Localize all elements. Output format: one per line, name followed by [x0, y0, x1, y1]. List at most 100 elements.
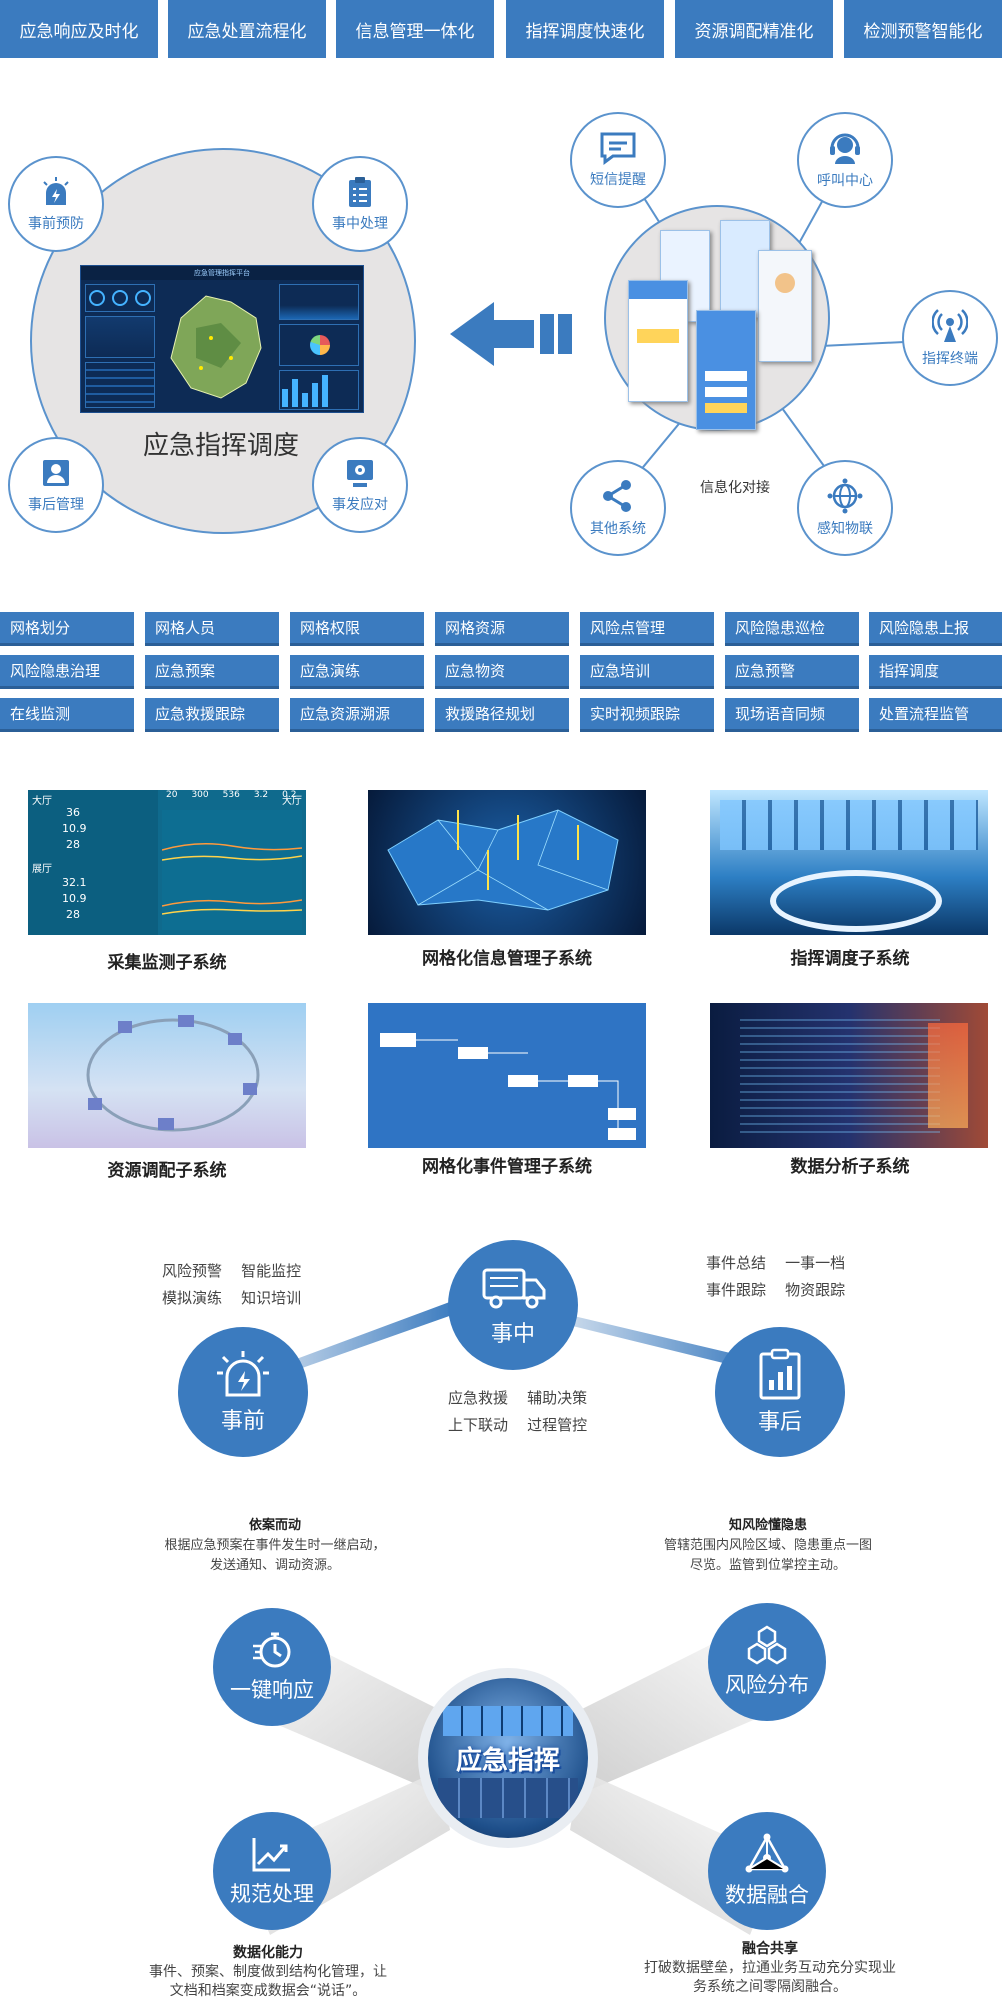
note-title: 知风险懂隐患 — [728, 1518, 807, 1533]
phase-item: 一事一档 — [785, 1254, 846, 1272]
subsystem-title: 数据分析子系统 — [790, 1157, 910, 1177]
grid-item[interactable]: 应急资源溯源 — [290, 698, 424, 732]
grid-item[interactable]: 风险点管理 — [580, 612, 714, 646]
grid-item[interactable]: 网格划分 — [0, 612, 134, 646]
phase-during-label: 事中 — [490, 1322, 535, 1347]
grid-item[interactable]: 救援路径规划 — [435, 698, 569, 732]
note-desc: 事件、预案、制度做到结构化管理，让文档和档案变成数据会“说话”。 — [149, 1964, 387, 1999]
phase-during-items: 应急救援 辅助决策 上下联动 过程管控 — [448, 1387, 587, 1435]
phase-after[interactable]: 事后 — [715, 1327, 845, 1457]
grid-item[interactable]: 风险隐患治理 — [0, 655, 134, 689]
subsystem-title: 网格化事件管理子系统 — [422, 1157, 592, 1177]
phase-item: 事件跟踪 — [706, 1281, 767, 1299]
phase-during[interactable]: 事中 — [448, 1240, 578, 1370]
globe-network-icon — [827, 478, 863, 514]
node-iot-label: 感知物联 — [817, 521, 873, 537]
monitor-label: 大厅 — [282, 796, 302, 807]
subsystem-title: 采集监测子系统 — [107, 953, 227, 973]
tab-info[interactable]: 信息管理一体化 — [336, 0, 494, 58]
grid-item[interactable]: 实时视频跟踪 — [580, 698, 714, 732]
trend-chart-icon — [252, 1838, 290, 1872]
phase-after-items: 事件总结 一事一档 事件跟踪 物资跟踪 — [706, 1252, 845, 1300]
note-desc: 管辖范围内风险区域、隐患重点一图尽览。监管到位掌控主动。 — [663, 1538, 872, 1573]
subsystem-title: 指挥调度子系统 — [790, 949, 910, 969]
grid-item[interactable]: 应急预案 — [145, 655, 279, 689]
node-other[interactable]: 其他系统 — [570, 460, 666, 556]
node-prevention[interactable]: 事前预防 — [8, 156, 104, 252]
grid-item[interactable]: 网格权限 — [290, 612, 424, 646]
node-handling[interactable]: 事中处理 — [312, 156, 408, 252]
thumb-dispatch[interactable] — [710, 790, 988, 935]
feature-standard[interactable]: 规范处理 — [213, 1812, 331, 1930]
node-handling-label: 事中处理 — [332, 216, 388, 232]
grid-item[interactable]: 处置流程监管 — [869, 698, 1002, 732]
hexagons-icon — [747, 1625, 787, 1665]
note-fusion: 融合共享 打破数据壁垒，拉通业务互动充分实现业务系统之间零隔阂融合。 — [640, 1940, 900, 1997]
phase-item: 智能监控 — [241, 1262, 302, 1280]
node-sms[interactable]: 短信提醒 — [570, 112, 666, 208]
feature-risk-label: 风险分布 — [725, 1673, 809, 1697]
grid-item[interactable]: 应急演练 — [290, 655, 424, 689]
node-aftermath[interactable]: 事后管理 — [8, 437, 104, 533]
node-callcenter[interactable]: 呼叫中心 — [797, 112, 893, 208]
phase-item: 风险预警 — [162, 1262, 223, 1280]
grid-item[interactable]: 应急培训 — [580, 655, 714, 689]
grid-item[interactable]: 应急预警 — [725, 655, 859, 689]
thumb-grid-event[interactable] — [368, 1003, 646, 1148]
phone-screens — [628, 220, 813, 430]
node-response-label: 事发应对 — [332, 497, 388, 513]
grid-item[interactable]: 应急救援跟踪 — [145, 698, 279, 732]
grid-item[interactable]: 风险隐患上报 — [869, 612, 1002, 646]
monitor-value: 3.2 — [253, 790, 269, 800]
monitor-value: 10.9 — [62, 892, 87, 905]
thumb-monitoring[interactable]: 大厅 36 10.9 28 展厅 32.1 10.9 28 20 300 536… — [28, 790, 306, 935]
phase-item: 过程管控 — [527, 1416, 588, 1434]
tab-dispatch[interactable]: 指挥调度快速化 — [506, 0, 664, 58]
alarm-icon — [217, 1351, 269, 1397]
feature-standard-label: 规范处理 — [230, 1882, 314, 1906]
monitor-label: 展厅 — [32, 864, 52, 875]
signal-tower-icon — [932, 309, 968, 342]
feature-fusion[interactable]: 数据融合 — [708, 1812, 826, 1930]
feature-fusion-label: 数据融合 — [725, 1883, 809, 1907]
tab-resource[interactable]: 资源调配精准化 — [675, 0, 833, 58]
note-desc: 根据应急预案在事件发生时一继启动，发送通知、调动资源。 — [164, 1538, 386, 1573]
tab-warning[interactable]: 检测预警智能化 — [844, 0, 1002, 58]
thumb-grid-info[interactable] — [368, 790, 646, 935]
note-title: 依案而动 — [248, 1518, 301, 1533]
grid-item[interactable]: 网格人员 — [145, 612, 279, 646]
feature-one-key[interactable]: 一键响应 — [213, 1608, 331, 1726]
monitor-value: 32.1 — [62, 876, 87, 889]
node-other-label: 其他系统 — [590, 521, 646, 537]
grid-item[interactable]: 风险隐患巡检 — [725, 612, 859, 646]
hub-title: 应急指挥调度 — [142, 431, 299, 461]
integration-caption: 信息化对接 — [700, 480, 770, 496]
grid-item[interactable]: 网格资源 — [435, 612, 569, 646]
node-response[interactable]: 事发应对 — [312, 437, 408, 533]
thumb-data-analysis[interactable] — [710, 1003, 988, 1148]
node-terminal[interactable]: 指挥终端 — [902, 290, 998, 386]
arrow-left-icon — [450, 302, 572, 366]
grid-item[interactable]: 在线监测 — [0, 698, 134, 732]
grid-item[interactable]: 现场语音同频 — [725, 698, 859, 732]
tab-response[interactable]: 应急响应及时化 — [0, 0, 158, 58]
monitor-value: 10.9 — [62, 822, 87, 835]
node-callcenter-label: 呼叫中心 — [817, 173, 873, 189]
note-title: 融合共享 — [742, 1941, 798, 1957]
tab-process[interactable]: 应急处置流程化 — [168, 0, 326, 58]
share-icon — [603, 480, 631, 512]
feature-risk[interactable]: 风险分布 — [708, 1603, 826, 1721]
monitor-label: 大厅 — [32, 796, 52, 807]
phase-after-label: 事后 — [757, 1410, 802, 1435]
monitor-value: 28 — [66, 838, 80, 851]
grid-item[interactable]: 应急物资 — [435, 655, 569, 689]
phase-before[interactable]: 事前 — [178, 1327, 308, 1457]
node-iot[interactable]: 感知物联 — [797, 460, 893, 556]
grid-item[interactable]: 指挥调度 — [869, 655, 1002, 689]
monitor-value: 36 — [66, 806, 80, 819]
phase-item: 模拟演练 — [162, 1289, 223, 1307]
monitor-value: 28 — [66, 908, 80, 921]
thumb-resource[interactable] — [28, 1003, 306, 1148]
phase-item: 知识培训 — [241, 1289, 302, 1307]
dashboard-title: 应急管理指挥平台 — [81, 266, 363, 280]
